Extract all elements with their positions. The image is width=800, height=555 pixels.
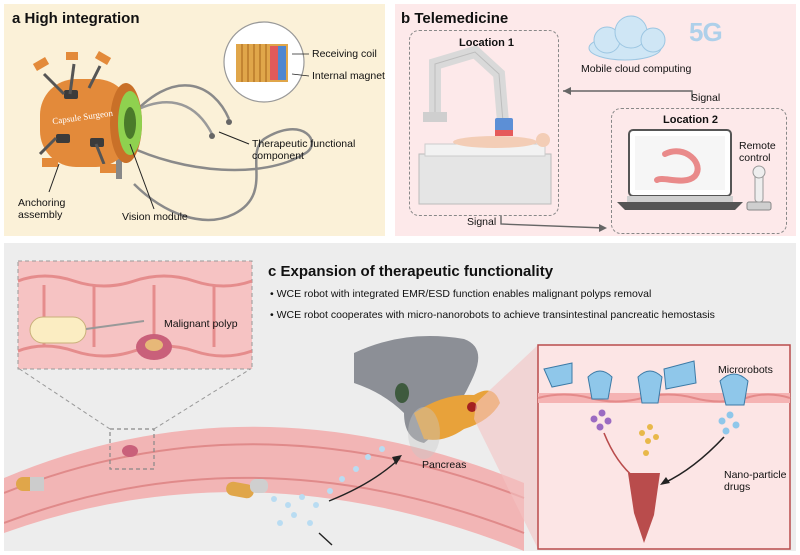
location-2-box: [611, 108, 787, 234]
remote-label-1: Remote: [739, 140, 776, 152]
telemedicine-illustration: [418, 15, 772, 232]
panel-a-title: a High integration: [12, 10, 140, 27]
anchoring-label-1: Anchoring: [18, 197, 66, 209]
vision-module-label: Vision module: [122, 211, 188, 223]
location-1-label: Location 1: [459, 37, 515, 49]
panel-telemedicine: b Telemedicine 5G Location: [395, 4, 796, 236]
5g-label: 5G: [689, 17, 723, 47]
remote-label-2: control: [739, 152, 771, 164]
panel-b-title: b Telemedicine: [401, 10, 509, 27]
capsule-in-intestine: [29, 316, 87, 344]
bullet-1: • WCE robot with integrated EMR/ESD func…: [270, 288, 652, 300]
pancreas-label: Pancreas: [422, 459, 467, 471]
therapeutic-label-2: component: [252, 150, 304, 162]
capsule-surgeon-illustration: [32, 21, 314, 222]
microrobots-label: Microrobots: [718, 364, 773, 376]
cloud-icon: [588, 15, 666, 61]
signal-top-label: Signal: [691, 92, 721, 104]
nano-particle-label-1: Nano-particle: [724, 469, 787, 481]
bullet-2: • WCE robot cooperates with micro-nanoro…: [270, 309, 715, 321]
panel-high-integration: a High integration: [4, 4, 385, 236]
nano-particle-label-2: drugs: [724, 481, 751, 493]
receiving-coil-label: Receiving coil: [312, 48, 377, 60]
microrobot-group: [543, 360, 749, 406]
panel-expansion: c Expansion of therapeutic functionality…: [4, 243, 796, 551]
capsule-body: [40, 79, 132, 167]
bullet-2-text: WCE robot cooperates with micro-nanorobo…: [276, 309, 715, 321]
panel-c-title: c Expansion of therapeutic functionality: [268, 263, 554, 280]
signal-bottom-label: Signal: [467, 216, 497, 228]
microrobot-zoom-box: [537, 344, 791, 550]
mobile-cloud-label: Mobile cloud computing: [581, 63, 692, 75]
bullet-1-text: WCE robot with integrated EMR/ESD functi…: [276, 288, 652, 300]
anchoring-label-2: assembly: [18, 209, 63, 221]
location-2-label: Location 2: [663, 114, 719, 126]
therapeutic-illustration: [4, 260, 791, 551]
malignant-polyp-label: Malignant polyp: [164, 318, 238, 330]
therapeutic-label-1: Therapeutic functional: [252, 138, 356, 150]
location-1-box: [409, 30, 559, 216]
internal-magnet-label: Internal magnet: [312, 70, 385, 82]
blood-vessel: [628, 473, 660, 543]
